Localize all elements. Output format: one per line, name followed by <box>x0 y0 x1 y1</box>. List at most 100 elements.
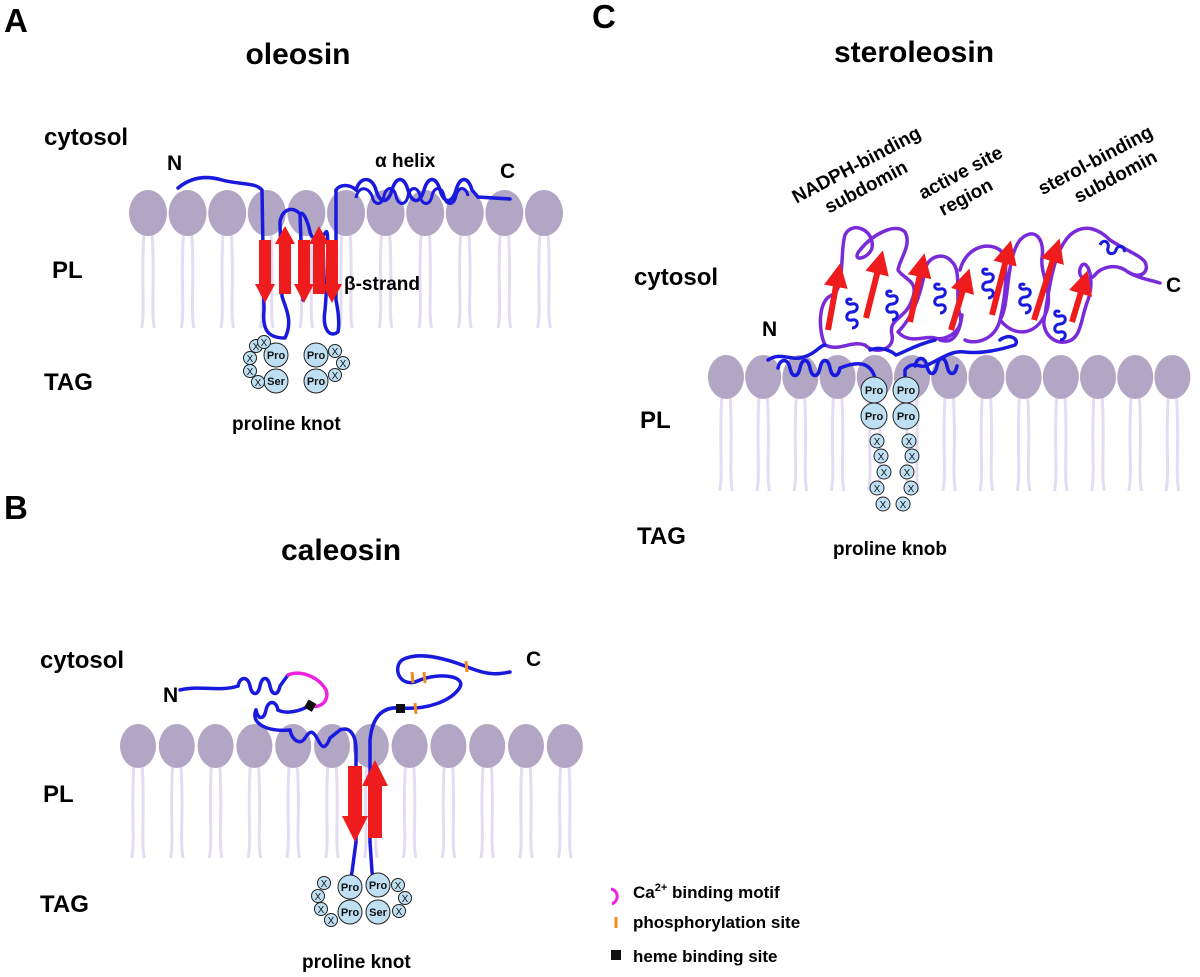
lipid <box>158 724 195 859</box>
lipid <box>708 355 744 492</box>
lipid <box>469 724 506 859</box>
lipid <box>391 724 428 859</box>
knot-bead-x: X <box>336 356 350 370</box>
knot-bead-x: X <box>324 913 338 927</box>
lipid <box>1080 355 1116 492</box>
oleosin-helix-label: α helix <box>375 151 436 172</box>
knot-bead-x: X <box>243 351 257 365</box>
domain-label-nadph: NADPH-binding subdomin <box>789 123 925 218</box>
legend-heme: heme binding site <box>633 947 778 966</box>
svg-text:X: X <box>878 452 885 463</box>
domain-label-sterol: sterol-binding subdomin <box>1035 122 1161 208</box>
knot-bead-x: X <box>398 891 412 905</box>
caleosin-heme-site <box>304 699 317 712</box>
knob-bead-pro: Pro <box>892 376 920 404</box>
svg-text:X: X <box>315 892 322 903</box>
knob-bead-pro: Pro <box>892 402 920 430</box>
caleosin-membrane <box>120 724 583 859</box>
knob-bead-x: X <box>869 480 885 496</box>
steroleosin-c-terminus: C <box>1166 274 1181 297</box>
oleosin-knot-label: proline knot <box>232 414 341 435</box>
lipid <box>314 724 350 859</box>
knob-bead-x: X <box>901 433 917 449</box>
svg-text:X: X <box>247 367 254 378</box>
svg-text:X: X <box>880 500 887 511</box>
svg-text:X: X <box>396 907 403 918</box>
steroleosin-pl-label: PL <box>640 407 671 434</box>
knob-bead-x: X <box>903 480 919 496</box>
svg-text:X: X <box>255 378 262 389</box>
lipid <box>129 190 167 329</box>
strand-arrow-up-2 <box>309 226 329 244</box>
lipid <box>168 190 207 329</box>
strand-arrow <box>1031 238 1064 321</box>
panel-letter-b: B <box>4 489 28 526</box>
oleosin-proline-knot: Pro Pro Ser Pro X X X X X X X X <box>243 335 350 394</box>
knot-bead-pro: Pro <box>337 874 363 900</box>
oleosin-pl-label: PL <box>52 257 83 284</box>
strand-arrow <box>863 250 889 319</box>
oleosin-c-terminus: C <box>500 160 515 183</box>
svg-text:X: X <box>402 894 409 905</box>
svg-text:X: X <box>321 879 328 890</box>
knob-bead-x: X <box>904 448 920 464</box>
caleosin-pl-label: PL <box>43 781 74 808</box>
panel-c: C steroleosin cytosol PL TAG NADPH-bindi… <box>592 0 1191 560</box>
lipid <box>445 190 484 329</box>
lipid <box>208 190 247 329</box>
knob-bead-x: X <box>873 448 889 464</box>
knot-bead-x: X <box>391 878 405 892</box>
steroleosin-cytosol-label: cytosol <box>634 264 718 291</box>
svg-text:Ser: Ser <box>267 376 285 388</box>
strand-arrow <box>824 263 848 331</box>
svg-text:X: X <box>328 916 335 927</box>
caleosin-calcium-motif <box>286 671 329 708</box>
oleosin-helix-coil <box>354 187 470 205</box>
steroleosin-n-terminus: N <box>762 318 777 341</box>
caleosin-n-terminus: N <box>163 684 178 707</box>
caleosin-beta-strands <box>342 760 388 842</box>
svg-text:Pro: Pro <box>341 882 360 894</box>
svg-text:X: X <box>881 468 888 479</box>
legend-phosphorylation: phosphorylation site <box>633 913 800 932</box>
knob-bead-x: X <box>876 464 892 480</box>
svg-text:Pro: Pro <box>267 350 286 362</box>
knot-bead-ser: Ser <box>263 368 289 394</box>
svg-text:Pro: Pro <box>865 411 884 423</box>
knot-bead-pro: Pro <box>337 899 363 925</box>
panel-b: B caleosin cytosol PL TAG <box>4 489 583 973</box>
caleosin-heme-site <box>396 704 405 713</box>
oleosin-cytosol-label: cytosol <box>44 124 128 151</box>
knot-bead-x: X <box>311 889 325 903</box>
svg-text:Pro: Pro <box>307 376 326 388</box>
svg-text:Pro: Pro <box>341 907 360 919</box>
svg-text:X: X <box>318 905 325 916</box>
svg-text:Ser: Ser <box>369 907 387 919</box>
strand-arrow-down-1 <box>255 284 275 303</box>
legend: Ca2+ binding motif phosphorylation site … <box>610 882 800 966</box>
svg-text:X: X <box>909 452 916 463</box>
svg-text:X: X <box>332 371 339 382</box>
knot-bead-ser: Ser <box>365 899 391 925</box>
svg-text:X: X <box>261 338 268 349</box>
steroleosin-beta-strands <box>824 238 1093 331</box>
svg-text:X: X <box>874 437 881 448</box>
caleosin-backbone <box>178 654 512 888</box>
strand-arrow <box>948 268 975 331</box>
knot-bead-pro: Pro <box>365 872 391 898</box>
oleosin-title: oleosin <box>245 38 350 71</box>
knot-bead-x: X <box>317 876 331 890</box>
knob-bead-pro: Pro <box>860 402 888 430</box>
knob-bead-x: X <box>895 496 911 512</box>
caleosin-title: caleosin <box>281 534 401 567</box>
lipid <box>430 724 467 859</box>
heme-icon <box>611 950 621 960</box>
oleosin-backbone <box>176 175 512 340</box>
lipid <box>745 355 782 492</box>
steroleosin-membrane <box>708 355 1191 492</box>
svg-text:X: X <box>904 468 911 479</box>
lipid <box>236 724 273 859</box>
knob-bead-pro: Pro <box>860 376 888 404</box>
lipid <box>485 190 524 329</box>
